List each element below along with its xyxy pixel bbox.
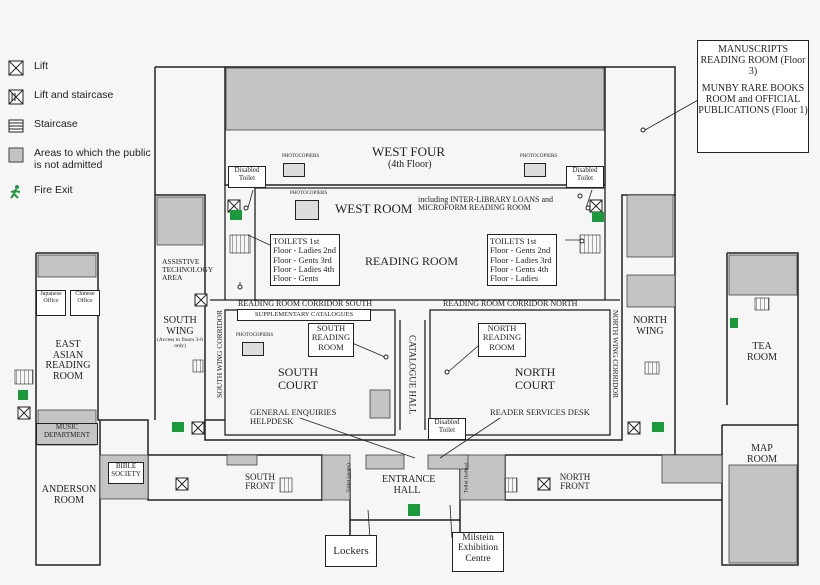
west-four-floor-label: (4th Floor): [388, 159, 432, 170]
legend-lift-stair-label: Lift and staircase: [34, 89, 114, 101]
legend-lift-stair: Lift and staircase: [8, 89, 158, 105]
lift-icon: [8, 60, 24, 76]
photocopier-icon: [283, 163, 305, 177]
lift-stair-icon: [8, 89, 24, 105]
legend-restricted: Areas to which the public is not admitte…: [8, 147, 158, 171]
disabled-toilet-west: Disabled Toilet: [228, 166, 266, 188]
manuscripts-label: MANUSCRIPTS READING ROOM (Floor 3): [700, 44, 806, 77]
north-court-label: NORTH COURT: [514, 365, 556, 392]
entrance-hall-label: ENTRANCE HALL: [382, 474, 436, 496]
south-wing-corridor-label: SOUTH WING CORRIDOR: [215, 310, 225, 398]
photocopiers-label-1: PHOTOCOPIERS: [282, 154, 320, 159]
east-asian-label: EAST ASIAN READING ROOM: [45, 339, 91, 382]
legend-fire-exit-label: Fire Exit: [34, 184, 73, 196]
north-front-label: NORTH FRONT: [559, 472, 591, 492]
bible-society: BIBLE SOCIETY: [108, 462, 144, 484]
reading-room-label: READING ROOM: [365, 254, 458, 268]
photocopier-icon: [295, 200, 319, 220]
west-room-note: including INTER-LIBRARY LOANS and MICROF…: [418, 195, 554, 213]
toilet-gents-label: Toilet (gents): [345, 463, 352, 493]
staircase-icon: [8, 119, 24, 133]
manuscripts-box: MANUSCRIPTS READING ROOM (Floor 3) MUNBY…: [697, 40, 809, 153]
music-department: MUSIC DEPARTMENT: [36, 423, 98, 445]
south-front-label: SOUTH FRONT: [244, 472, 275, 492]
west-four-label: WEST FOUR: [372, 144, 446, 159]
japanese-office: Japanese Office: [36, 290, 66, 316]
north-wing-label: NORTH WING: [633, 315, 667, 337]
north-wing-corridor-label: NORTH WING CORRIDOR: [610, 309, 620, 399]
south-wing-label: SOUTH WING: [163, 315, 197, 337]
disabled-toilet-north: Disabled Toilet: [566, 166, 604, 188]
photocopiers-label-3: PHOTOCOPIERS: [520, 154, 558, 159]
catalogue-hall-label: CATALOGUE HALL: [407, 334, 418, 415]
disabled-toilet-catalogue: Disabled Toilet: [428, 418, 466, 440]
chinese-office: Chinese Office: [70, 290, 100, 316]
legend: Lift Lift and staircase Staircase Areas …: [8, 60, 158, 213]
legend-staircase-label: Staircase: [34, 118, 78, 130]
photocopier-icon: [242, 342, 264, 356]
south-wing-note: (Access to floors 3-6 only): [157, 337, 203, 349]
anderson-label: ANDERSON ROOM: [41, 484, 97, 506]
legend-lift-label: Lift: [34, 60, 49, 72]
milstein-box: Milstein Exhibition Centre: [452, 532, 504, 572]
staircases: [14, 234, 770, 493]
toilets-west-box: TOILETS 1st Floor - Ladies 2nd Floor - G…: [270, 234, 340, 286]
supp-catalogues-box: SUPPLEMENTARY CATALOGUES: [237, 309, 371, 321]
photocopiers-label-2: PHOTOCOPIERS: [290, 191, 328, 196]
south-court-label: SOUTH COURT: [277, 365, 318, 392]
reader-services-label: READER SERVICES DESK: [490, 407, 590, 417]
assistive-label: ASSISTIVE TECHNOLOGY AREA: [162, 257, 213, 282]
toilet-ladies-label: Toilet (ladies): [463, 462, 470, 494]
restricted-swatch-icon: [8, 147, 24, 163]
legend-restricted-label: Areas to which the public is not admitte…: [34, 147, 151, 171]
photocopiers-label-4: PHOTOCOPIERS: [236, 333, 274, 338]
rr-corridor-south-label: READING ROOM CORRIDOR SOUTH: [238, 299, 373, 308]
legend-fire-exit: Fire Exit: [8, 184, 158, 200]
general-enquiries-label: GENERAL ENQUIRIES HELPDESK: [250, 407, 337, 426]
fire-exit-icon: [10, 185, 21, 199]
tea-room-label: TEA ROOM: [746, 341, 777, 363]
munby-label: MUNBY RARE BOOKS ROOM and OFFICIAL PUBLI…: [698, 83, 808, 116]
toilets-north-box: TOILETS 1st Floor - Gents 2nd Floor - La…: [487, 234, 557, 286]
north-reading-room-box: NORTH READING ROOM: [478, 323, 526, 357]
lockers-box: Lockers: [325, 535, 377, 567]
south-reading-room-box: SOUTH READING ROOM: [308, 323, 354, 357]
west-room-label: WEST ROOM: [335, 201, 413, 216]
fire-exit-markers: [18, 210, 738, 516]
legend-lift: Lift: [8, 60, 158, 76]
map-room-label: MAP ROOM: [746, 443, 777, 465]
photocopier-icon: [524, 163, 546, 177]
legend-staircase: Staircase: [8, 118, 158, 134]
rr-corridor-north-label: READING ROOM CORRIDOR NORTH: [443, 299, 578, 308]
